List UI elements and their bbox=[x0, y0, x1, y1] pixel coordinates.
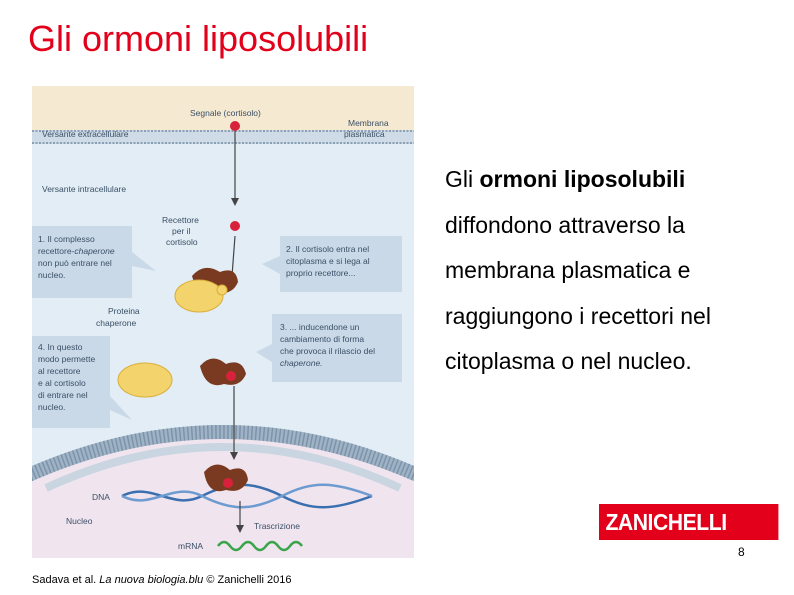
step1-text: non può entrare nel bbox=[38, 258, 112, 268]
receptor-label: Recettore bbox=[162, 215, 199, 225]
body-text: Gli ormoni liposolubili diffondono attra… bbox=[445, 157, 785, 385]
step2-text: citoplasma e si lega al bbox=[286, 256, 370, 266]
receptor-chaperone-complex bbox=[174, 267, 238, 313]
mrna-strand bbox=[217, 540, 303, 552]
step1-text: nucleo. bbox=[38, 270, 65, 280]
callout-step-4 bbox=[32, 336, 132, 428]
step3-text: cambiamento di forma bbox=[280, 334, 364, 344]
extracellular-area bbox=[32, 86, 414, 138]
callout-step-1 bbox=[32, 226, 156, 298]
cortisol-molecule bbox=[230, 121, 240, 131]
nucleus bbox=[32, 425, 414, 558]
receptor-label: per il bbox=[172, 226, 191, 236]
signal-arrow bbox=[230, 124, 244, 533]
hormone-diagram: Segnale (cortisolo) Membrana plasmatica … bbox=[32, 86, 414, 558]
membrane-label: plasmatica bbox=[344, 129, 385, 139]
transcription-label: Trascrizione bbox=[254, 521, 300, 531]
body-text-rest: diffondono attraverso la membrana plasma… bbox=[445, 211, 711, 375]
step2-text: 2. Il cortisolo entra nel bbox=[286, 244, 369, 254]
chaperone-label: Proteina bbox=[108, 306, 140, 316]
receptor-label: cortisolo bbox=[166, 237, 198, 247]
mrna-label: mRNA bbox=[178, 541, 203, 551]
cortisol-molecule bbox=[230, 221, 240, 231]
step4-text: modo permette bbox=[38, 354, 95, 364]
step4-text: nucleo. bbox=[38, 402, 65, 412]
step4-text: al recettore bbox=[38, 366, 81, 376]
page-number: 8 bbox=[738, 545, 745, 559]
image-credit: Sadava et al. La nuova biologia.blu © Za… bbox=[32, 574, 292, 586]
step1-text: 1. Il complesso bbox=[38, 234, 95, 244]
body-text-lead: Gli bbox=[445, 166, 480, 192]
step2-text: proprio recettore... bbox=[286, 268, 355, 278]
slide-title: Gli ormoni liposolubili bbox=[28, 18, 369, 59]
nuclear-receptor bbox=[204, 464, 248, 492]
activated-receptor bbox=[200, 358, 246, 386]
step3-text: che provoca il rilascio del bbox=[280, 346, 375, 356]
step3-text: 3. ... inducendone un bbox=[280, 322, 360, 332]
callout-step-3 bbox=[256, 314, 402, 382]
plasma-membrane bbox=[32, 130, 414, 144]
body-text-bold: ormoni liposolubili bbox=[479, 166, 686, 192]
callout-step-2 bbox=[262, 236, 402, 292]
membrane-label: Membrana bbox=[348, 118, 389, 128]
step4-text: di entrare nel bbox=[38, 390, 88, 400]
intracellular-label: Versante intracellulare bbox=[42, 184, 126, 194]
step3-text: chaperone. bbox=[280, 358, 323, 368]
step1-text: recettore-chaperone bbox=[38, 246, 115, 256]
extracellular-label: Versante extracellulare bbox=[42, 129, 129, 139]
step4-text: e al cortisolo bbox=[38, 378, 86, 388]
released-chaperone bbox=[117, 362, 173, 398]
publisher-logo: ZANICHELLI bbox=[599, 504, 779, 540]
nucleus-label: Nucleo bbox=[66, 516, 93, 526]
signal-label: Segnale (cortisolo) bbox=[190, 108, 261, 118]
dna-label: DNA bbox=[92, 492, 110, 502]
step4-text: 4. In questo bbox=[38, 342, 83, 352]
chaperone-label: chaperone bbox=[96, 318, 136, 328]
